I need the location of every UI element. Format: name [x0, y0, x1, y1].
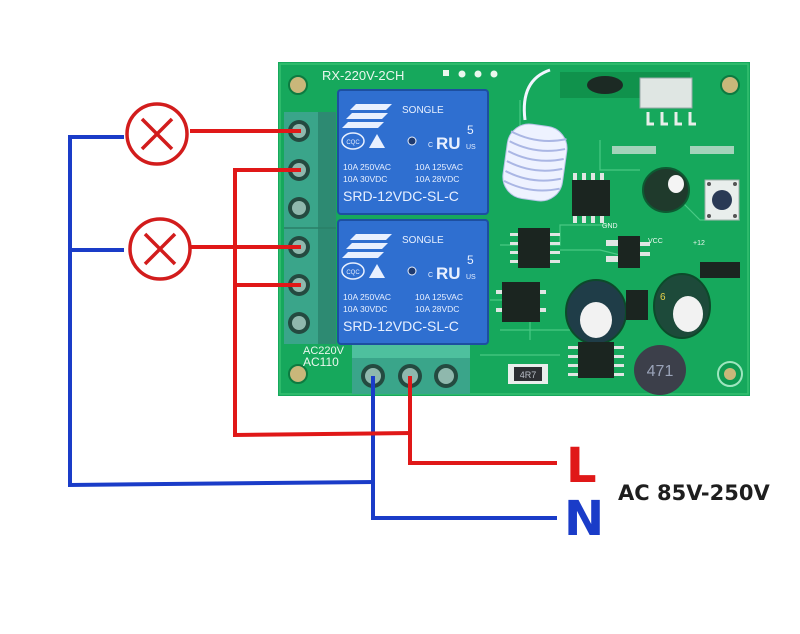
- neutral-wiring: [68, 135, 557, 520]
- songle-logo-icon: [342, 234, 392, 258]
- terminal-screw[interactable]: [288, 197, 310, 219]
- diode: [700, 262, 740, 278]
- relay-rating: 10A 125VAC: [415, 292, 463, 302]
- vcc-label: VCC: [648, 238, 663, 245]
- cert-digit: 5: [467, 253, 474, 267]
- live-label: L: [566, 438, 597, 494]
- rf-receiver-module: [560, 72, 696, 126]
- relay-rating: 10A 30VDC: [343, 304, 387, 314]
- mounting-hole: [288, 364, 308, 384]
- relay-1: SONGLE CQC C RU 5 US 10A 250VAC 10A 125V…: [337, 89, 489, 215]
- relay-rating: 10A 28VDC: [415, 174, 459, 184]
- ic-chip: [510, 228, 560, 268]
- mounting-hole: [288, 75, 308, 95]
- live-wiring: [190, 129, 557, 465]
- capacitor-large: 6: [653, 273, 711, 339]
- cert-us: US: [466, 274, 476, 281]
- triangle-cert-icon: [369, 134, 385, 148]
- relay-rating: 10A 250VAC: [343, 162, 391, 172]
- terminal-screw-unused[interactable]: [434, 364, 458, 388]
- pairing-button: [704, 179, 740, 221]
- plus12-label: +12: [693, 240, 705, 247]
- voltage-regulator: [606, 236, 650, 268]
- triangle-cert-icon: [369, 264, 385, 278]
- voltage-range-label: AC 85V-250V: [618, 481, 770, 505]
- input-voltage-label-top: AC220V: [303, 345, 345, 357]
- capacitor-small: [642, 167, 690, 213]
- relay-rating: 10A 125VAC: [415, 162, 463, 172]
- crystal-oscillator: [639, 77, 693, 109]
- bridge-rectifier: [496, 282, 546, 322]
- switching-ic: [568, 342, 624, 378]
- cert-c: C: [428, 142, 433, 149]
- ic-chip: [572, 173, 610, 223]
- capacitor-large: [565, 279, 627, 345]
- inductor-marking: 471: [647, 363, 674, 380]
- board-model-label: RX-220V-2CH: [322, 68, 404, 83]
- cqc-text: CQC: [346, 270, 360, 276]
- relay-brand: SONGLE: [402, 235, 444, 246]
- relay-model: SRD-12VDC-SL-C: [343, 318, 459, 334]
- resistor: 4R7: [508, 364, 548, 384]
- live-wire-input: [408, 376, 557, 465]
- relay-output-terminal-block: [284, 112, 336, 344]
- capacitor-marking: 6: [660, 292, 666, 303]
- antenna-coil: [502, 68, 568, 202]
- live-wire-common-1: [233, 168, 413, 438]
- cert-digit: 5: [467, 123, 474, 137]
- neutral-wire-common: [68, 135, 376, 488]
- cert-us: US: [466, 144, 476, 151]
- ul-mark-icon: RU: [436, 264, 461, 283]
- neutral-wire-input: [371, 376, 557, 520]
- resistor-marking: 4R7: [520, 370, 537, 380]
- cqc-text: CQC: [346, 140, 360, 146]
- relay-rating: 10A 28VDC: [415, 304, 459, 314]
- neutral-label: N: [564, 491, 604, 547]
- inductor: 471: [634, 345, 686, 395]
- relay-module-board: RX-220V-2CH: [278, 62, 750, 396]
- mounting-hole: [720, 75, 740, 95]
- gnd-label: GND: [602, 223, 618, 230]
- relay-brand: SONGLE: [402, 105, 444, 116]
- lamp-1: [125, 102, 189, 166]
- cqc-mark-icon: [341, 262, 365, 280]
- cqc-mark-icon: [341, 132, 365, 150]
- terminal-screw[interactable]: [288, 312, 310, 334]
- relay-model: SRD-12VDC-SL-C: [343, 188, 459, 204]
- input-voltage-label-bottom: AC110: [303, 355, 339, 369]
- songle-logo-icon: [342, 104, 392, 128]
- relay-rating: 10A 250VAC: [343, 292, 391, 302]
- relay-2: SONGLE CQC C RU 5 US 10A 250VAC 10A 125V…: [337, 219, 489, 345]
- ul-mark-icon: RU: [436, 134, 461, 153]
- lamp-2: [128, 217, 192, 281]
- cert-c: C: [428, 272, 433, 279]
- relay-rating: 10A 30VDC: [343, 174, 387, 184]
